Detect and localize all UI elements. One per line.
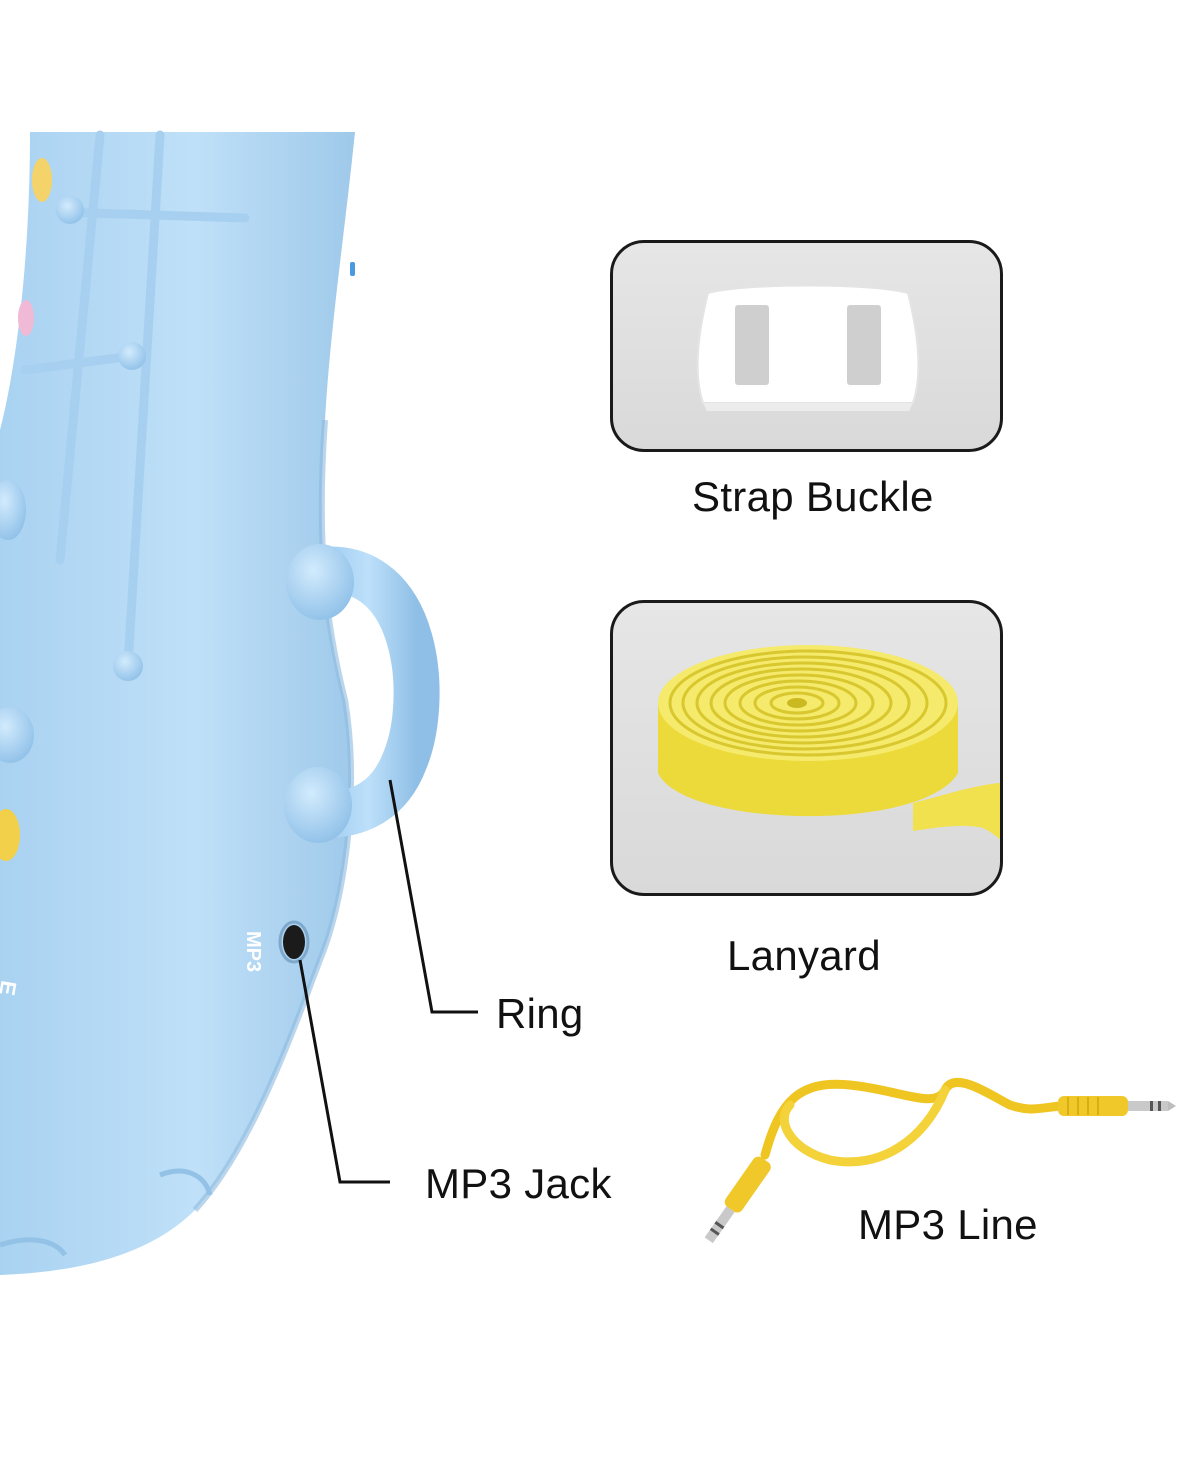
- strap-buckle-panel: [610, 240, 1003, 452]
- lanyard-image: [658, 645, 1000, 840]
- mp3-jack-callout-line: [298, 959, 390, 1184]
- mp3-cable: [704, 1078, 1176, 1244]
- strap-buckle-label: Strap Buckle: [692, 473, 934, 520]
- mp3-port-label: MP3: [242, 930, 265, 973]
- ring-label: Ring: [496, 990, 584, 1037]
- mp3-jack: [278, 920, 310, 964]
- mp3-jack-label: MP3 Jack: [425, 1160, 612, 1207]
- callout-lines: [298, 779, 478, 1184]
- ring-handle: [284, 544, 440, 843]
- ring-callout-line: [388, 779, 478, 1014]
- saxophone-body: [0, 130, 355, 1275]
- lanyard-panel: [610, 600, 1003, 896]
- lanyard-label: Lanyard: [727, 932, 881, 979]
- mp3-line-label: MP3 Line: [858, 1201, 1038, 1248]
- strap-buckle-image: [696, 284, 920, 411]
